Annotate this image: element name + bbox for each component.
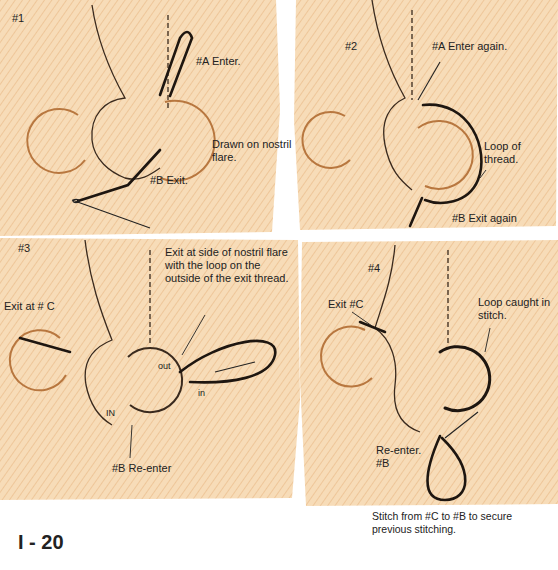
callout-label: Exit at side of nostril flare with the l… (165, 246, 295, 286)
callout-label: #B Exit again (452, 212, 517, 225)
callout-label: #A Enter. (196, 55, 241, 68)
panel-number: #4 (368, 262, 380, 275)
panel-number: #1 (12, 12, 24, 25)
callout-label: Loop caught in stitch. (478, 296, 554, 322)
callout-label: Exit #C (328, 298, 363, 311)
direction-label: IN (106, 408, 115, 419)
figure-number: I - 20 (18, 530, 64, 554)
callout-label: Exit at # C (4, 300, 55, 313)
needles (72, 62, 478, 438)
callout-label: Re-enter. #B (376, 444, 430, 470)
callout-label: #B Exit. (150, 174, 188, 187)
panel-number: #3 (18, 242, 30, 255)
leader-lines (130, 170, 490, 458)
callout-label: Drawn on nostril flare. (212, 138, 294, 164)
callout-label: #A Enter again. (432, 40, 507, 53)
nose-outlines (10, 0, 473, 432)
thread (20, 32, 490, 500)
panel-caption: Stitch from #C to #B to secure previous … (372, 510, 554, 535)
direction-label: out (158, 361, 171, 372)
shaded-panels (0, 0, 558, 506)
panel-number: #2 (345, 40, 357, 53)
callout-label: #B Re-enter (112, 462, 171, 475)
direction-label: in (198, 388, 205, 399)
callout-label: Loop of thread. (484, 140, 552, 166)
